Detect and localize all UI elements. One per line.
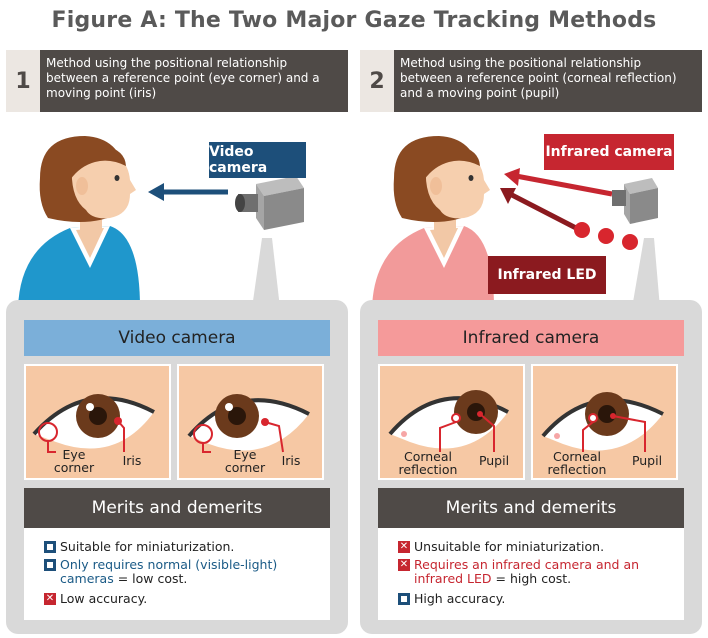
pupil-label: Pupil: [631, 453, 663, 468]
list-item: Only requires normal (visible-light) cam…: [44, 558, 320, 586]
eye-diagram: Eye corner Iris: [24, 364, 171, 480]
merits-list: Suitable for miniaturization. Only requi…: [24, 528, 330, 620]
check-icon: [398, 593, 410, 605]
cross-icon: ✕: [44, 593, 56, 605]
list-item: Suitable for miniaturization.: [44, 540, 234, 554]
corneal-reflection-label: Corneal reflection: [398, 449, 458, 477]
eye-diagram: Corneal reflection Pupil: [531, 364, 678, 480]
panel-video-camera: Video camera Eye corner Iris Ey: [6, 300, 348, 634]
corneal-reflection-label: Corneal reflection: [547, 449, 607, 477]
panel-infrared-camera: Infrared camera Corneal reflection Pupil: [360, 300, 702, 634]
method-number: 1: [6, 50, 40, 112]
cross-icon: ✕: [398, 541, 410, 553]
pupil-label: Pupil: [478, 453, 510, 468]
infrared-led-tag: Infrared LED: [488, 256, 606, 294]
check-icon: [44, 559, 56, 571]
infrared-camera-tag: Infrared camera: [544, 134, 674, 170]
method-1-header: 1 Method using the positional relationsh…: [6, 50, 348, 112]
check-icon: [44, 541, 56, 553]
method-description: Method using the positional relationship…: [400, 56, 677, 100]
panel-band-title: Infrared camera: [378, 320, 684, 356]
method-description: Method using the positional relationship…: [46, 56, 320, 100]
cross-icon: ✕: [398, 559, 410, 571]
list-item: ✕ Unsuitable for miniaturization.: [398, 539, 605, 554]
list-item: High accuracy.: [398, 592, 505, 606]
method-number: 2: [360, 50, 394, 112]
list-item: ✕ Requires an infrared camera and an inf…: [398, 557, 640, 586]
panel-band-title: Video camera: [24, 320, 330, 356]
eye-corner-label: Eye corner: [224, 447, 266, 475]
method-2-header: 2 Method using the positional relationsh…: [360, 50, 702, 112]
person-illustration: [18, 136, 304, 308]
person-illustration: [372, 136, 660, 308]
figure-title: Figure A: The Two Major Gaze Tracking Me…: [51, 8, 657, 33]
list-item: ✕ Low accuracy.: [44, 591, 148, 606]
eye-corner-label: Eye corner: [53, 447, 95, 475]
eye-diagram: Corneal reflection Pupil: [378, 364, 525, 480]
merits-list: ✕ Unsuitable for miniaturization. ✕ Requ…: [378, 528, 684, 620]
iris-label: Iris: [281, 453, 301, 468]
merits-header: Merits and demerits: [24, 488, 330, 528]
iris-label: Iris: [122, 453, 142, 468]
video-camera-tag: Video camera: [209, 142, 306, 178]
scene-video-camera: Video camera: [0, 118, 354, 308]
eye-diagram: Eye corner Iris: [177, 364, 324, 480]
merits-header: Merits and demerits: [378, 488, 684, 528]
scene-infrared-camera: Infrared camera Infrared LED: [354, 118, 708, 308]
